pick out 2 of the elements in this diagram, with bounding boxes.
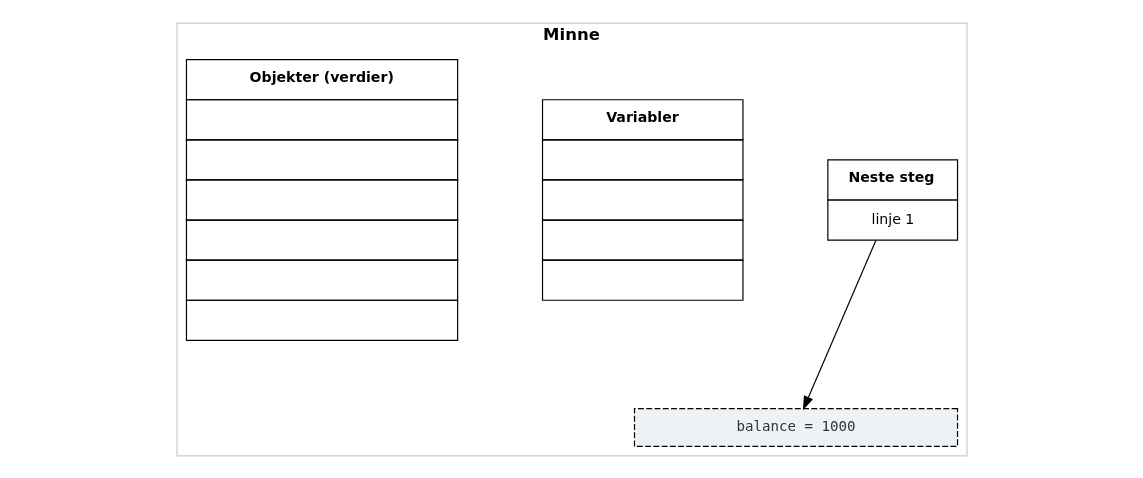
node-box: balance = 1000: [633, 407, 958, 447]
arrow: [802, 239, 876, 410]
